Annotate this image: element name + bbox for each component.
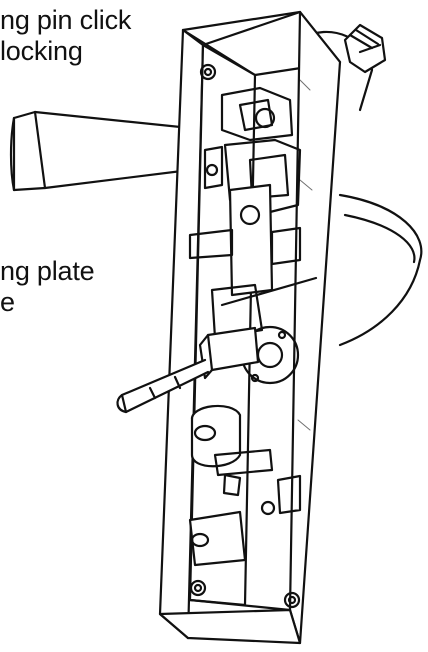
- callout-line-2: locking: [0, 36, 83, 66]
- mounting-screw: [189, 63, 301, 609]
- handle-lever: [9, 110, 192, 192]
- callout-line-1: ng plate: [0, 256, 95, 286]
- case-frame: [158, 10, 342, 645]
- callout-locking-pin: ng pin click locking: [0, 5, 131, 67]
- callout-line-1: ng pin click: [0, 5, 132, 35]
- inner-mechanism: [188, 63, 302, 609]
- callout-line-2: e: [0, 287, 15, 317]
- rear-lever-body: [338, 193, 423, 347]
- leader-line: [220, 276, 318, 307]
- spindle: [116, 326, 260, 414]
- cylinder-detail-icon: [343, 23, 387, 74]
- callout-locking-plate: ng plate e: [0, 256, 95, 318]
